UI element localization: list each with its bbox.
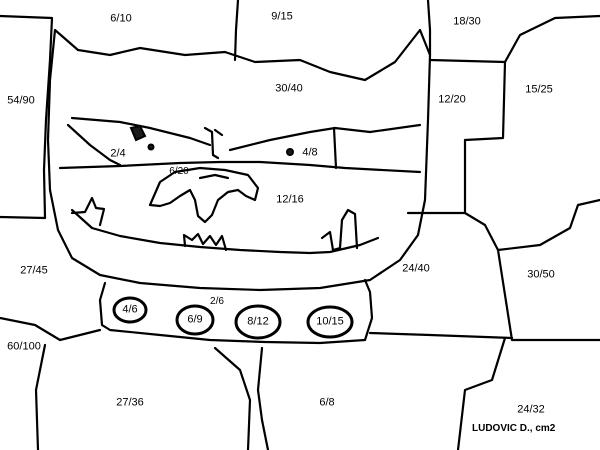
label-far-right-mid: 30/50 (527, 268, 555, 281)
label-far-right-upper: 15/25 (525, 83, 553, 96)
label-right-eye: 4/8 (302, 146, 318, 159)
label-top-right: 18/30 (453, 15, 481, 28)
label-forehead: 30/40 (275, 82, 303, 95)
left-eye-dot (147, 143, 155, 151)
boundary-left-lower (0, 316, 102, 342)
center-teeth (182, 232, 228, 252)
collar-stud-1 (112, 296, 148, 324)
left-fang (70, 196, 106, 227)
boundary-bottom-mid-left (213, 346, 252, 450)
label-collar-stud-3: 8/12 (247, 315, 269, 328)
label-top-mid: 9/15 (271, 10, 293, 23)
right-eye-pupil (286, 148, 294, 156)
label-nose: 6/20 (169, 166, 189, 177)
right-fang (320, 208, 359, 252)
left-eye-outline (66, 123, 122, 167)
boundary-bottom-mid-right (256, 346, 270, 450)
eyebrow-line (70, 116, 212, 147)
label-mouth: 12/16 (276, 193, 304, 206)
boundary-bottom-right (456, 336, 507, 450)
label-bottom-left: 27/36 (116, 396, 144, 409)
boundary-far-right (503, 14, 600, 64)
left-eye-pupil (129, 124, 147, 142)
signature: LUDOVIC D., cm2 (472, 423, 556, 434)
nose-shape (148, 166, 260, 224)
collar-stud-2 (175, 304, 215, 336)
boundary-right-upper (406, 58, 507, 215)
label-right-mid: 24/40 (402, 262, 430, 275)
boundary-top-right (426, 0, 432, 57)
label-left-eye: 2/4 (110, 147, 126, 160)
cat-head-outline (46, 28, 432, 292)
label-left-upper: 54/90 (7, 94, 35, 107)
right-eye-divider (332, 126, 338, 170)
label-bottom-right: 24/32 (517, 403, 545, 416)
boundary-bottom-left (34, 343, 47, 450)
mouth-line (70, 208, 380, 255)
label-top-left: 6/10 (110, 12, 132, 25)
label-left-lower: 60/100 (7, 340, 41, 353)
label-right-upper: 12/20 (438, 93, 466, 106)
boundary-top-mid (233, 0, 240, 62)
collar-stud-3 (234, 304, 282, 340)
label-collar-stud-1: 4/6 (122, 303, 138, 316)
brow-right (228, 123, 422, 152)
collar-stud-4 (306, 305, 354, 339)
boundary-top-left (0, 14, 54, 220)
boundary-right-mid (496, 248, 600, 342)
label-collar-stud-4: 10/15 (316, 315, 344, 328)
nose-inner (198, 173, 230, 180)
boundary-right-lower (368, 331, 514, 340)
label-collar-top: 2/6 (210, 296, 224, 307)
boundary-far-right-mid (463, 198, 600, 252)
collar (98, 278, 374, 345)
nose-bridge (203, 126, 224, 160)
label-left-mid: 27/45 (20, 264, 48, 277)
label-bottom-mid: 6/8 (319, 396, 335, 409)
cheek-line (58, 160, 422, 174)
label-collar-stud-2: 6/9 (187, 313, 203, 326)
